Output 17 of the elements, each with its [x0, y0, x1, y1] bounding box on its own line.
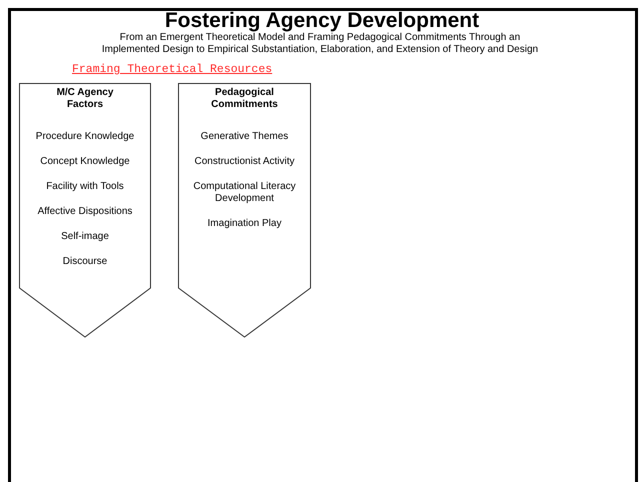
subtitle: From an Emergent Theoretical Model and Framing Pedagogical Commitments Through an Implemented Design to Empirical Substantiation, Elaboration, and Extension of Theory and Design [100, 32, 540, 56]
section-link: Framing Theoretical Resources [72, 63, 272, 77]
chevron-shape [19, 83, 151, 338]
list-item: Computational Literacy Development [192, 181, 297, 205]
title: Fostering Agency Development [164, 9, 480, 32]
column-heading: Pedagogical Commitments [210, 87, 279, 111]
list-item: Discourse [62, 256, 108, 268]
list-item: Self-image [60, 231, 110, 243]
column-heading: M/C Agency Factors [56, 87, 114, 111]
list-item: Imagination Play [206, 218, 282, 230]
list-item: Concept Knowledge [39, 156, 131, 168]
list-item: Affective Dispositions [36, 206, 134, 218]
list-item: Generative Themes [200, 131, 290, 143]
list-item: Constructionist Activity [193, 156, 296, 168]
list-item: Facility with Tools [45, 181, 125, 193]
list-item: Procedure Knowledge [34, 131, 136, 143]
chevron-shape [178, 83, 311, 338]
